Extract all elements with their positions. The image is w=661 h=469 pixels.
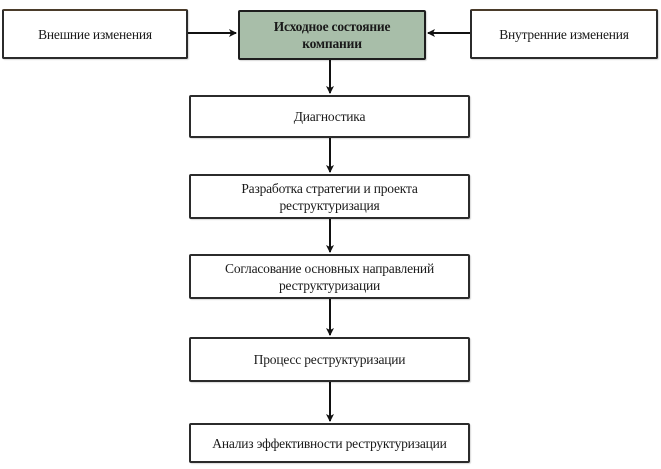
step-diagnostics-box: Диагностика (189, 95, 470, 138)
step-process-box: Процесс реструктуризации (189, 337, 470, 382)
step-strategy-label: Разработка стратегии и проекта реструкту… (241, 180, 418, 213)
step-process-label: Процесс реструктуризации (253, 352, 406, 367)
step-analysis-box: Анализ эффективности реструктуризации (189, 423, 470, 463)
step-analysis-label: Анализ эффективности реструктуризации (212, 435, 447, 451)
internal-changes-label: Внутренние изменения (499, 26, 629, 42)
initial-state-box: Исходное состояние компании (238, 10, 426, 60)
internal-changes-box: Внутренние изменения (470, 9, 658, 59)
step-agreement-label: Согласование основных направлений рестру… (225, 260, 434, 293)
initial-state-label: Исходное состояние компании (273, 19, 391, 51)
step-diagnostics-label: Диагностика (293, 109, 366, 124)
external-changes-box: Внешние изменения (2, 9, 188, 59)
step-strategy-box: Разработка стратегии и проекта реструкту… (189, 174, 470, 219)
step-agreement-box: Согласование основных направлений рестру… (189, 254, 470, 299)
external-changes-label: Внешние изменения (38, 26, 152, 42)
